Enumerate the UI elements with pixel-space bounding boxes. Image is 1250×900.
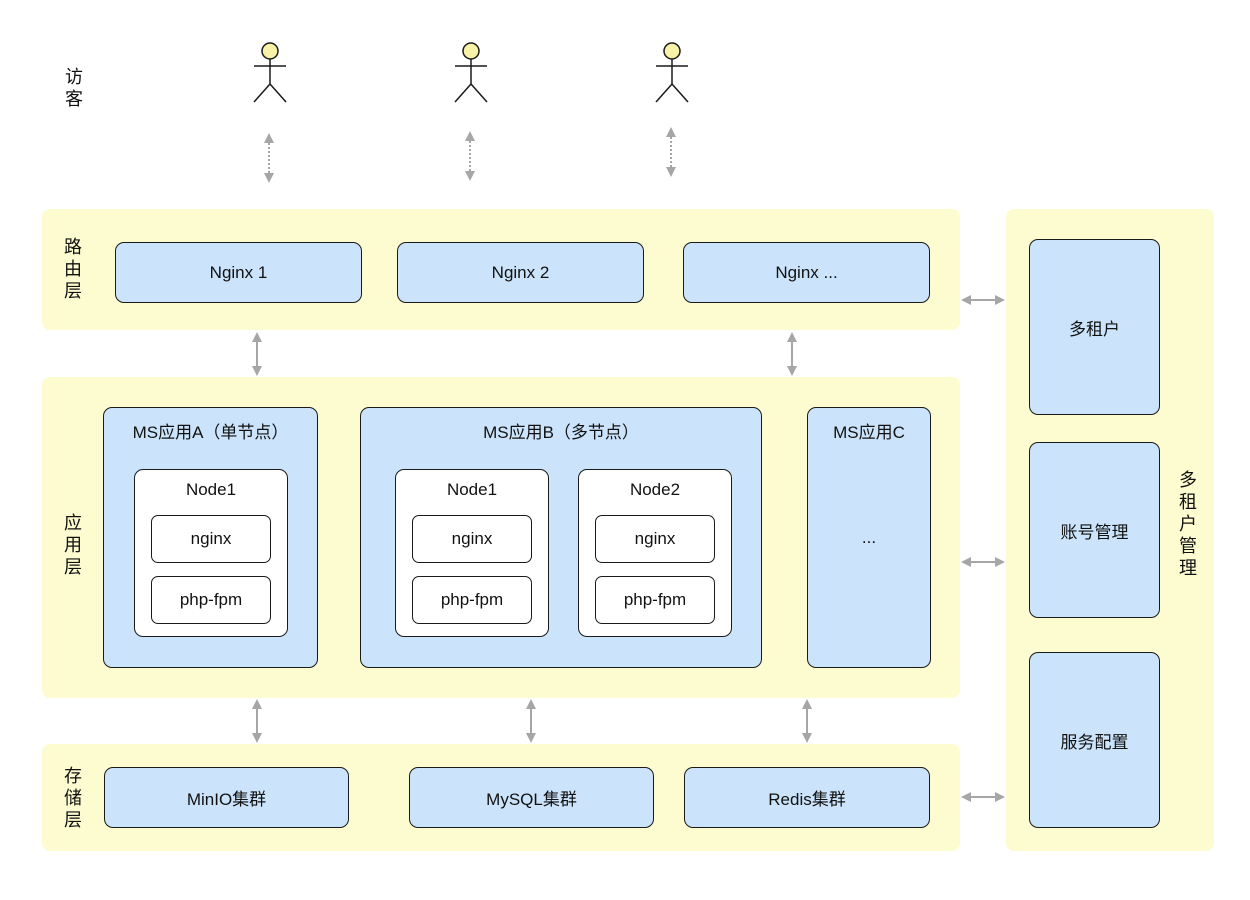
node-title: Node2 [629,480,681,499]
php-fpm-process[interactable]: php-fpm [412,576,532,624]
nginx-process[interactable]: nginx [595,515,715,563]
redis-cluster[interactable]: Redis集群 [684,767,930,828]
nginx-process[interactable]: nginx [151,515,271,563]
php-fpm-process[interactable]: php-fpm [151,576,271,624]
visitor-actor-icon [454,42,488,103]
nginx-process[interactable]: nginx [412,515,532,563]
app-b-title: MS应用B（多节点） [483,423,639,442]
account-management-box[interactable]: 账号管理 [1029,442,1160,618]
app-c[interactable]: MS应用C ... [807,407,931,668]
tenant-layer-label: 多租户管理 [1179,470,1197,578]
app-a-node1[interactable]: Node1 nginx php-fpm [134,469,288,637]
app-b[interactable]: MS应用B（多节点） Node1 nginx php-fpm Node2 ngi… [360,407,762,668]
app-a[interactable]: MS应用A（单节点） Node1 nginx php-fpm [103,407,318,668]
multi-tenant-box[interactable]: 多租户 [1029,239,1160,415]
nginx-node-more[interactable]: Nginx ... [683,242,930,303]
routing-layer-label: 路由层 [64,237,82,301]
visitor-actor-icon [655,42,689,103]
mysql-cluster[interactable]: MySQL集群 [409,767,654,828]
app-b-node1[interactable]: Node1 nginx php-fpm [395,469,549,637]
php-fpm-process[interactable]: php-fpm [595,576,715,624]
node-title: Node1 [446,480,498,499]
storage-layer-label: 存储层 [64,766,82,830]
nginx-node-1[interactable]: Nginx 1 [115,242,362,303]
app-b-node2[interactable]: Node2 nginx php-fpm [578,469,732,637]
application-layer-label: 应用层 [64,513,82,577]
app-a-title: MS应用A（单节点） [132,423,289,442]
nginx-node-2[interactable]: Nginx 2 [397,242,644,303]
service-config-box[interactable]: 服务配置 [1029,652,1160,828]
visitor-actor-icon [253,42,287,103]
app-c-placeholder: ... [861,528,877,547]
minio-cluster[interactable]: MinIO集群 [104,767,349,828]
node-title: Node1 [185,480,237,499]
visitors-label: 访客 [65,67,83,109]
app-c-title: MS应用C [833,423,905,442]
